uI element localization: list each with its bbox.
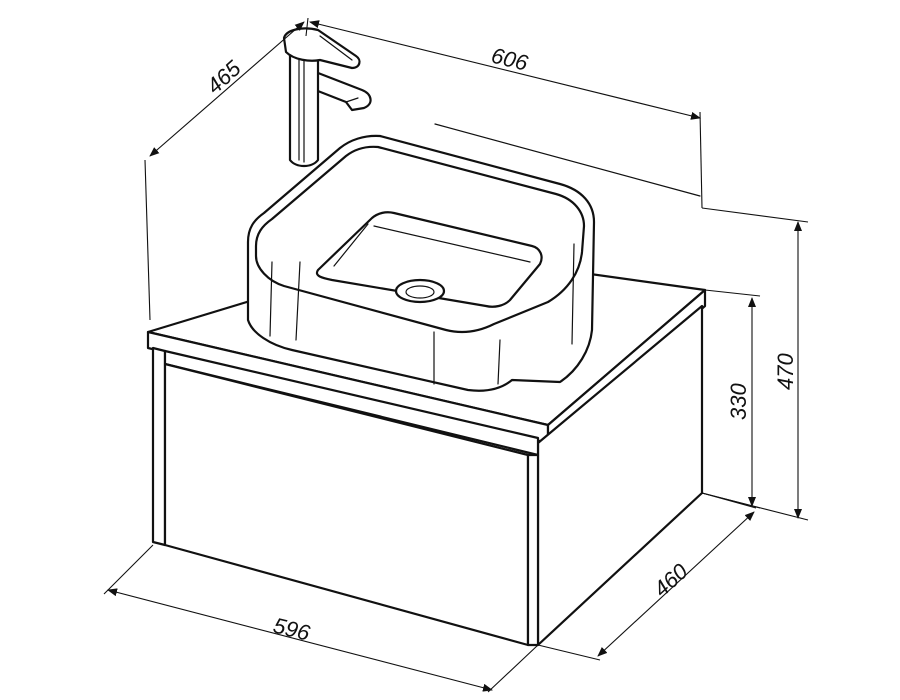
- dim-line-cabinet-width: [107, 588, 493, 692]
- dim-label-tap-depth: 465: [202, 55, 247, 99]
- dim-label-cabinet-height: 330: [726, 383, 751, 420]
- dim-label-cabinet-depth: 460: [649, 558, 694, 602]
- dim-label-top-width: 606: [489, 43, 531, 76]
- dim-label-total-height: 470: [773, 353, 798, 390]
- cabinet-right-post: [526, 453, 540, 647]
- dim-label-cabinet-width: 596: [271, 613, 313, 646]
- dim-line-top-width: [309, 20, 701, 120]
- vessel-basin: [246, 134, 596, 392]
- dimension-lines: [103, 17, 809, 693]
- dim-line-cabinet-depth: [597, 511, 755, 657]
- cabinet-left-post: [151, 346, 167, 547]
- basin-drain: [394, 278, 446, 304]
- dim-line-tap-depth: [149, 21, 305, 157]
- basin-inner-bowl: [315, 211, 543, 308]
